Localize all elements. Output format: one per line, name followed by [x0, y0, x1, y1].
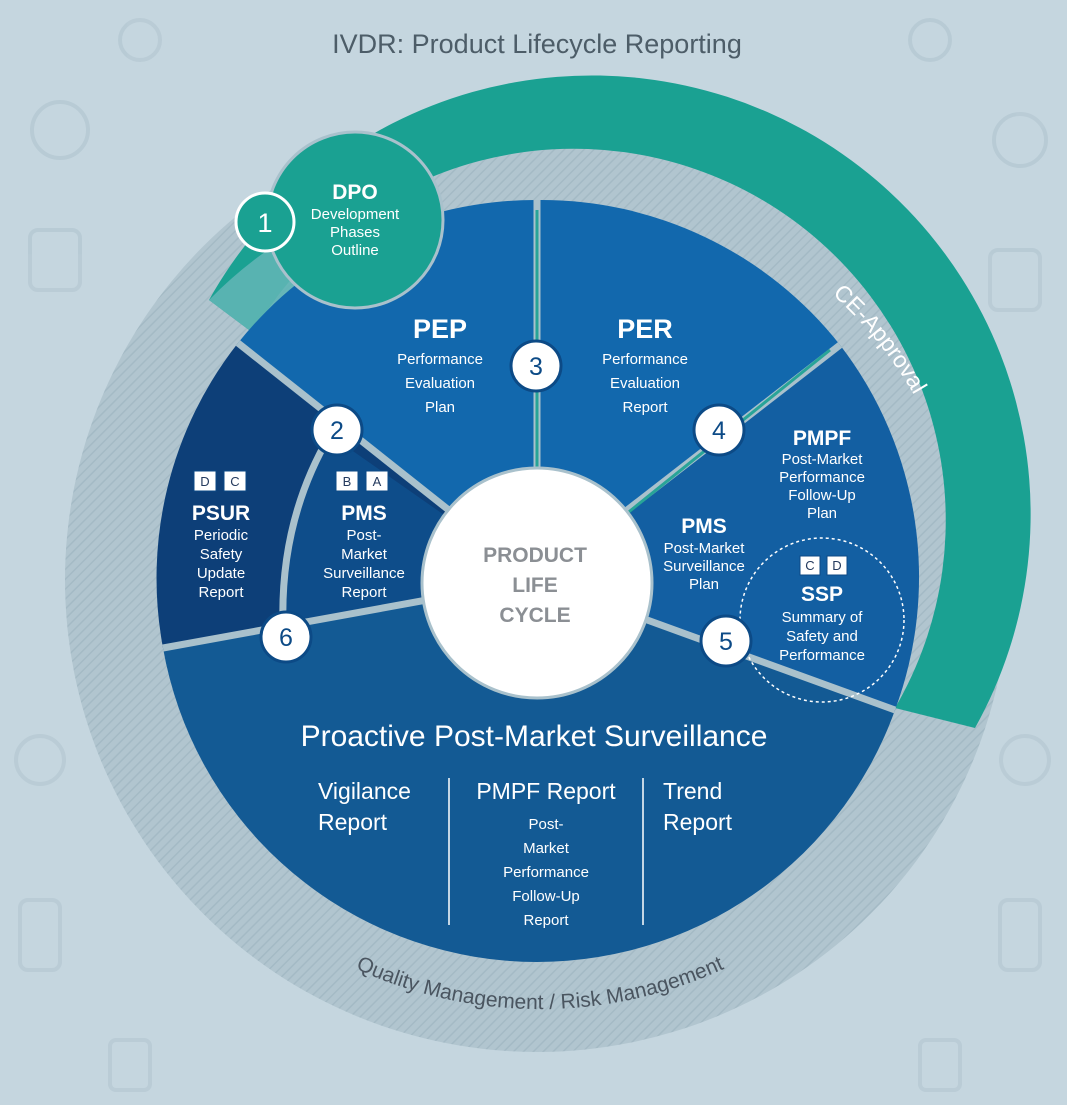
ssp-class-d-box	[826, 555, 848, 576]
step-badge-3: 3	[509, 339, 563, 393]
ce-approval-band	[209, 75, 1031, 728]
pms-plan-line2: Surveillance	[663, 558, 745, 575]
ssp-class-c: C	[805, 558, 814, 573]
pms-plan-line1: Post-Market	[664, 540, 746, 557]
ssp-line2: Safety and	[786, 628, 858, 645]
psur-class-c: C	[230, 474, 239, 489]
pmpf-line4: Plan	[807, 505, 837, 522]
trend-line2: Report	[663, 809, 733, 835]
page-title: IVDR: Product Lifecycle Reporting	[332, 29, 742, 59]
pms-report-line3: Surveillance	[323, 565, 405, 582]
svg-text:1: 1	[257, 208, 272, 238]
pms-report-line4: Report	[341, 584, 387, 601]
pmpf-title: PMPF	[793, 427, 852, 450]
svg-text:3: 3	[529, 353, 543, 381]
center-circle	[420, 466, 654, 700]
per-title: PER	[617, 314, 673, 344]
psur-class-d-box	[193, 470, 217, 492]
ssp-line1: Summary of	[782, 609, 864, 626]
pep-line2: Evaluation	[405, 375, 475, 392]
proactive-title: Proactive Post-Market Surveillance	[301, 720, 768, 753]
pms-report-title: PMS	[341, 502, 387, 525]
pms-report-class-b: B	[343, 474, 352, 489]
pms-report-class-a: A	[373, 474, 382, 489]
pms-report-line1: Post-	[346, 527, 381, 544]
psur-class-d: D	[200, 474, 209, 489]
ssp-line3: Performance	[779, 647, 865, 664]
dpo-title: DPO	[332, 181, 378, 204]
per-segment	[537, 199, 840, 580]
pmpf-report-line4: Follow-Up	[512, 888, 580, 905]
svg-text:4: 4	[712, 417, 726, 445]
vigilance-line2: Report	[318, 809, 388, 835]
pms-report-line2: Market	[341, 546, 388, 563]
psur-line3: Update	[197, 565, 245, 582]
step-badge-1: 1	[234, 191, 296, 253]
pms-plan-title: PMS	[681, 515, 727, 538]
psur-title: PSUR	[192, 502, 250, 525]
pmpf-line1: Post-Market	[782, 451, 864, 468]
psur-line2: Safety	[200, 546, 243, 563]
pmpf-report-line2: Market	[523, 840, 570, 857]
ssp-class-d: D	[832, 558, 841, 573]
pmpf-report-line3: Performance	[503, 864, 589, 881]
pmpf-report-title: PMPF Report	[476, 778, 616, 804]
proactive-pms-segment	[163, 580, 895, 962]
psur-line1: Periodic	[194, 527, 249, 544]
svg-text:2: 2	[330, 417, 344, 445]
pep-line1: Performance	[397, 351, 483, 368]
pep-title: PEP	[413, 314, 467, 344]
svg-text:6: 6	[279, 624, 293, 652]
step-badge-2: 2	[310, 403, 364, 457]
pmpf-line2: Performance	[779, 469, 865, 486]
center-line2: LIFE	[512, 574, 558, 597]
pep-line3: Plan	[425, 399, 455, 416]
step-badge-6: 6	[259, 610, 313, 664]
center-line3: CYCLE	[499, 604, 570, 627]
psur-line4: Report	[198, 584, 244, 601]
pmpf-report-line1: Post-	[528, 816, 563, 833]
dpo-line3: Outline	[331, 242, 379, 259]
pmpf-line3: Follow-Up	[788, 487, 856, 504]
dpo-line2: Phases	[330, 224, 380, 241]
per-line2: Evaluation	[610, 375, 680, 392]
trend-line1: Trend	[663, 778, 722, 804]
vigilance-line1: Vigilance	[318, 778, 411, 804]
center-line1: PRODUCT	[483, 544, 587, 567]
background-icons	[14, 18, 1051, 1092]
svg-text:5: 5	[719, 628, 733, 656]
pmpf-report-line5: Report	[523, 912, 569, 929]
pms-plan-segment	[537, 345, 920, 710]
pms-report-class-a-box	[365, 470, 389, 492]
step-badge-4: 4	[692, 403, 746, 457]
step-badge-5: 5	[699, 614, 753, 668]
per-line3: Report	[622, 399, 668, 416]
ssp-class-c-box	[799, 555, 821, 576]
dpo-line1: Development	[311, 206, 400, 223]
pms-report-class-b-box	[335, 470, 359, 492]
per-line1: Performance	[602, 351, 688, 368]
pms-plan-line3: Plan	[689, 576, 719, 593]
ssp-dotted-circle	[739, 537, 905, 703]
psur-class-c-box	[223, 470, 247, 492]
ssp-title: SSP	[801, 583, 843, 606]
